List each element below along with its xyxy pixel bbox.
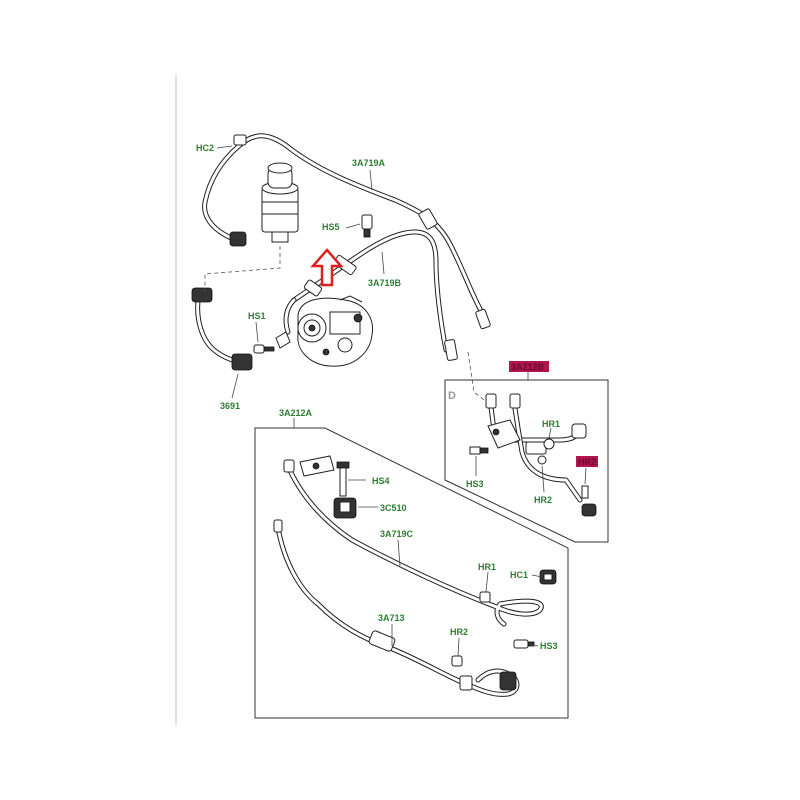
- leader-3a719a: [369, 169, 373, 191]
- leader-3691: [231, 373, 239, 399]
- up-arrow-icon: [310, 248, 344, 287]
- fitting-hc1: [539, 569, 557, 585]
- label-3691: 3691: [220, 401, 240, 411]
- leader-hs3-bottom: [529, 643, 539, 647]
- label-hs3-bottom: HS3: [540, 641, 558, 651]
- label-3a713: 3A713: [378, 613, 405, 623]
- fluid-reservoir: [261, 162, 299, 243]
- leader-3a719b: [381, 251, 385, 275]
- detail-d-tubes: [469, 393, 597, 517]
- fitting-hs4: [336, 461, 350, 497]
- label-detail-d: D: [448, 390, 456, 402]
- bracket-3c510: [333, 497, 357, 519]
- leader-hc1: [531, 574, 543, 578]
- fitting-hs1: [253, 344, 275, 354]
- label-3a719a: 3A719A: [352, 158, 386, 168]
- label-hs5: HS5: [322, 222, 340, 232]
- highlight-hr2: [576, 456, 598, 467]
- leader-hr1-bottom: [485, 571, 489, 593]
- label-hs4: HS4: [372, 476, 390, 486]
- leader-hr2-top: [541, 465, 545, 493]
- hose-3a719a: [202, 133, 491, 330]
- tube-3a713: [273, 519, 520, 697]
- label-hr2-top: HR2: [534, 495, 552, 505]
- detail-3a212a-frame: [254, 427, 569, 719]
- leader-hr2-bottom: [457, 637, 460, 657]
- detail-d-frame: [444, 379, 609, 543]
- fitting-hs5: [361, 214, 373, 238]
- tube-3a719c: [283, 455, 544, 627]
- label-3a212a: 3A212A: [279, 408, 313, 418]
- label-hr1-bottom: HR1: [478, 562, 496, 572]
- clip-hr1-bottom: [479, 591, 491, 603]
- steering-pump: [297, 295, 374, 367]
- leader-hs1: [255, 321, 259, 343]
- label-3c510: 3C510: [380, 503, 407, 513]
- leader-hr2-highlight: [584, 467, 587, 485]
- label-hr2-bottom: HR2: [450, 627, 468, 637]
- label-3a212b: 3A212B: [511, 362, 545, 372]
- leader-hs5: [345, 223, 361, 229]
- highlight-3a212b: [509, 361, 549, 372]
- reference-line-d: [467, 351, 485, 401]
- label-hc1: HC1: [510, 570, 528, 580]
- pump-connector: [275, 331, 291, 349]
- hose-3691: [191, 287, 253, 371]
- clip-hr2-bottom: [451, 655, 463, 667]
- leader-hr1-top: [548, 427, 552, 439]
- reference-line-reservoir: [204, 246, 281, 292]
- label-3a719b: 3A719B: [368, 278, 402, 288]
- label-hc2: HC2: [196, 143, 214, 153]
- label-hs3-top: HS3: [466, 479, 484, 489]
- hose-3a719b: [283, 229, 458, 361]
- label-3a719c: 3A719C: [380, 529, 414, 539]
- clamp-upper: [229, 231, 247, 247]
- label-hr2-highlight: HR2: [578, 457, 596, 467]
- label-hr1-top: HR1: [542, 419, 560, 429]
- leader-hc2: [216, 145, 233, 149]
- leader-3a719c: [397, 539, 401, 567]
- clamp-hc2: [233, 134, 247, 146]
- label-hs1: HS1: [248, 311, 266, 321]
